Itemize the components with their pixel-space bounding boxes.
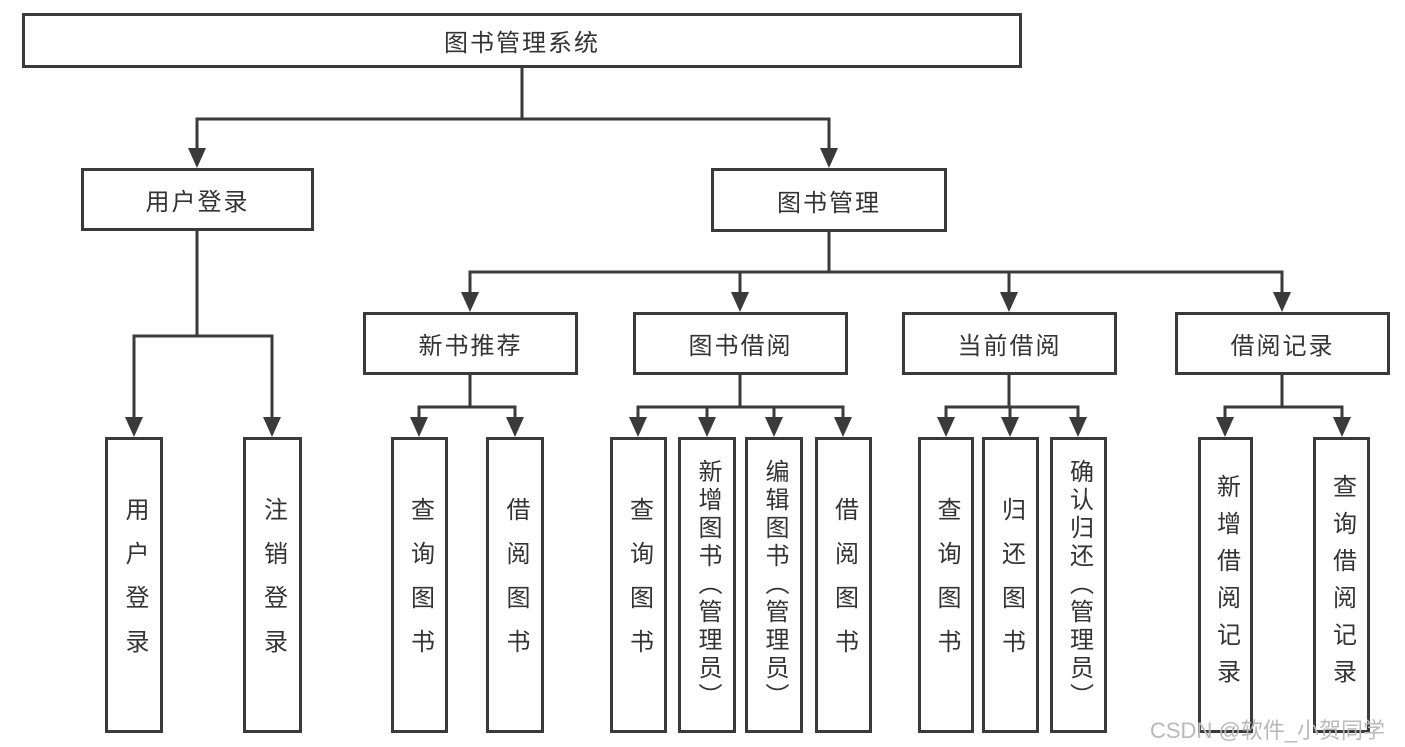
leaf-query-books-current-label: 查询图书 <box>933 497 960 673</box>
leaf-query-books-borrowing: 查询图书 <box>610 437 667 733</box>
leaf-borrow-books: 借阅图书 <box>815 437 872 733</box>
leaf-user-login: 用户登录 <box>105 437 163 733</box>
node-user-login: 用户登录 <box>81 168 314 231</box>
leaf-borrow-books-recommend: 借阅图书 <box>486 437 544 733</box>
node-book-management: 图书管理 <box>711 168 947 232</box>
node-library-management-system: 图书管理系统 <box>22 13 1022 68</box>
node-new-book-recommend: 新书推荐 <box>363 312 578 375</box>
leaf-add-borrow-record: 新增借阅记录 <box>1198 437 1253 733</box>
watermark: CSDN @软件_小贺同学 <box>1150 718 1386 743</box>
leaf-add-book-admin: 新增图书（管理员） <box>678 437 736 733</box>
leaf-add-book-admin-label: 新增图书（管理员） <box>694 459 721 711</box>
node-book-borrowing: 图书借阅 <box>633 312 848 375</box>
leaf-add-borrow-record-label: 新增借阅记录 <box>1212 474 1240 696</box>
leaf-return-books-label: 归还图书 <box>997 497 1025 673</box>
leaf-query-books-borrowing-label: 查询图书 <box>625 497 653 673</box>
leaf-query-books-recommend: 查询图书 <box>391 437 448 733</box>
leaf-query-books-recommend-label: 查询图书 <box>406 497 434 673</box>
leaf-borrow-books-label: 借阅图书 <box>830 497 858 673</box>
node-borrowing-records: 借阅记录 <box>1175 312 1390 375</box>
leaf-query-borrow-record: 查询借阅记录 <box>1313 437 1370 733</box>
leaf-logout: 注销登录 <box>243 437 302 733</box>
leaf-borrow-books-recommend-label: 借阅图书 <box>502 497 529 673</box>
node-current-borrowing: 当前借阅 <box>902 312 1117 375</box>
leaf-edit-book-admin: 编辑图书（管理员） <box>745 437 803 733</box>
leaf-confirm-return-admin: 确认归还（管理员） <box>1050 437 1107 733</box>
leaf-query-books-current: 查询图书 <box>918 437 974 733</box>
leaf-edit-book-admin-label: 编辑图书（管理员） <box>761 459 788 711</box>
leaf-logout-label: 注销登录 <box>259 497 287 673</box>
leaf-query-borrow-record-label: 查询借阅记录 <box>1328 474 1356 696</box>
leaf-confirm-return-admin-label: 确认归还（管理员） <box>1065 459 1093 711</box>
leaf-user-login-label: 用户登录 <box>121 497 148 673</box>
leaf-return-books: 归还图书 <box>982 437 1039 733</box>
